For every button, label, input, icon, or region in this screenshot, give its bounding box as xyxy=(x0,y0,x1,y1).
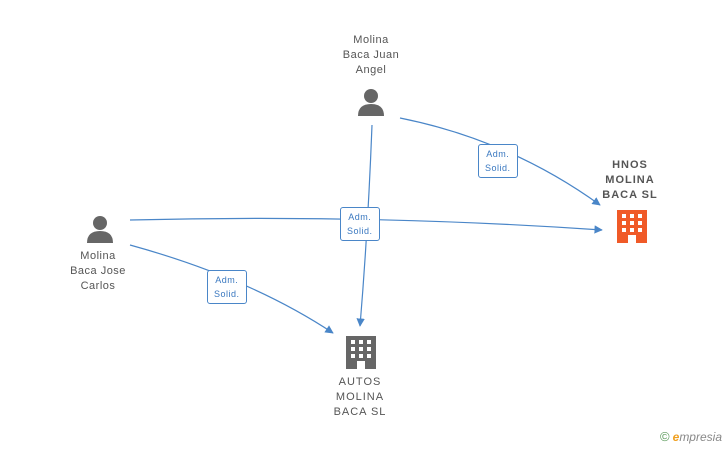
badge-line: Adm. xyxy=(348,212,372,222)
label-line: HNOS xyxy=(612,159,648,171)
node-label-jose-carlos[interactable]: Molina Baca Jose Carlos xyxy=(48,249,148,294)
building-icon[interactable] xyxy=(617,210,647,243)
label-line: Angel xyxy=(355,64,387,76)
building-icon[interactable] xyxy=(346,336,376,369)
label-line: Carlos xyxy=(80,280,116,292)
brand-initial: e xyxy=(672,430,680,444)
badge-line: Solid. xyxy=(347,226,373,236)
person-icon[interactable] xyxy=(358,89,384,116)
badge-line: Solid. xyxy=(485,163,511,173)
node-label-hnos[interactable]: HNOS MOLINA BACA SL xyxy=(580,158,680,203)
label-line: Molina xyxy=(80,250,116,262)
label-line: Molina xyxy=(353,34,389,46)
node-label-autos[interactable]: AUTOS MOLINA BACA SL xyxy=(310,375,410,420)
badge-line: Adm. xyxy=(486,149,510,159)
label-line: BACA SL xyxy=(333,406,387,418)
empresia-watermark: ©empresia xyxy=(660,429,722,444)
brand-name: mpresia xyxy=(679,430,722,444)
node-label-juan-angel[interactable]: Molina Baca Juan Angel xyxy=(321,33,421,78)
badge-line: Solid. xyxy=(214,289,240,299)
label-line: MOLINA xyxy=(335,391,385,403)
label-line: MOLINA xyxy=(605,174,655,186)
label-line: Baca Juan xyxy=(342,49,400,61)
person-icon[interactable] xyxy=(87,216,113,243)
edge-badge-jose-autos[interactable]: Adm. Solid. xyxy=(207,270,247,304)
label-line: Baca Jose xyxy=(70,265,126,277)
label-line: BACA SL xyxy=(602,189,658,201)
copyright-icon: © xyxy=(660,429,670,444)
edge-badge-center[interactable]: Adm. Solid. xyxy=(340,207,380,241)
badge-line: Adm. xyxy=(215,275,239,285)
label-line: AUTOS xyxy=(338,376,382,388)
edge-badge-juan-hnos[interactable]: Adm. Solid. xyxy=(478,144,518,178)
